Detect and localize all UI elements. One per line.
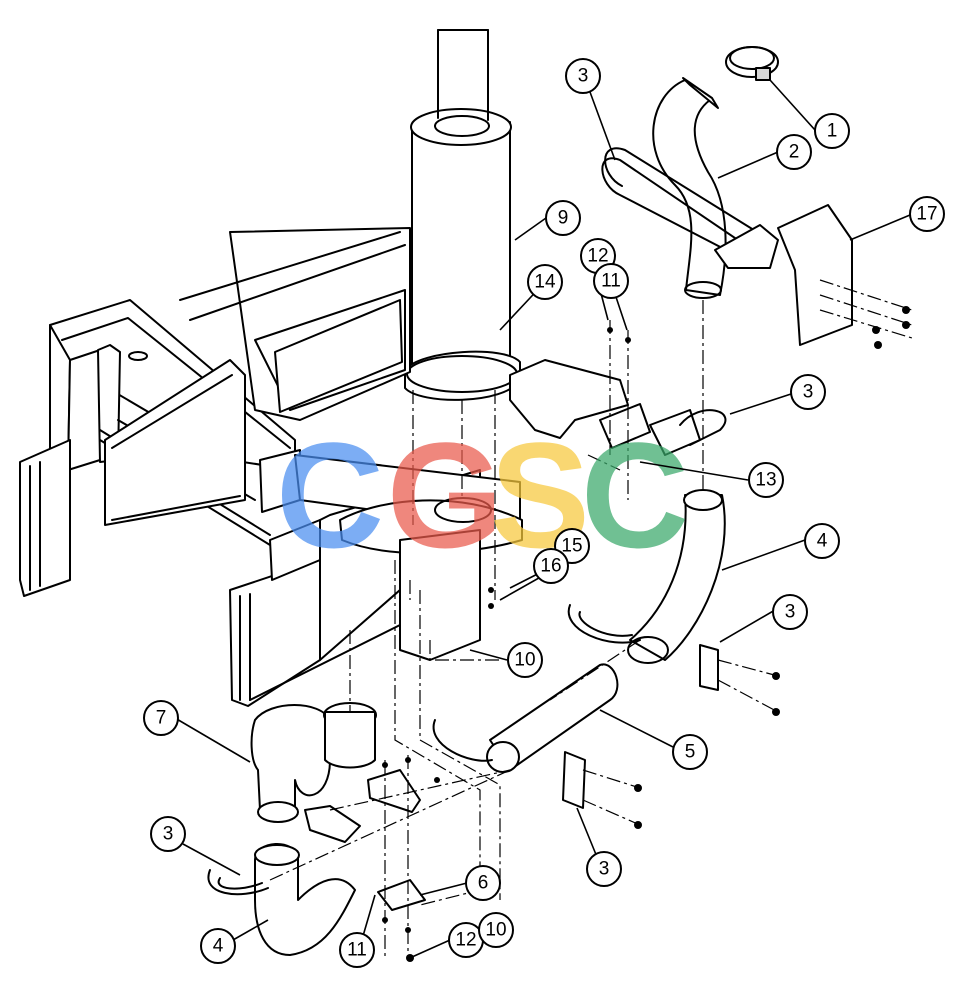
callouts: 1 2 3 17 9 12 11 14 3 13 4 15 16 3 10 7 … <box>143 58 945 968</box>
callout-label: 3 <box>785 602 796 623</box>
watermark-letter-c1: C <box>276 411 384 579</box>
u-bolt-mid <box>649 409 727 456</box>
callout-3-lower-left: 3 <box>150 816 186 852</box>
callout-11-upper: 11 <box>593 263 629 299</box>
callout-label: 9 <box>558 208 569 229</box>
callout-7: 7 <box>143 700 179 736</box>
cgsc-watermark: C G S C <box>276 411 689 579</box>
callout-label: 3 <box>599 859 610 880</box>
watermark-letter-g: G <box>387 411 504 579</box>
callout-17: 17 <box>909 196 945 232</box>
callout-label: 14 <box>534 272 556 293</box>
callout-label: 11 <box>601 271 621 292</box>
watermark-letter-c2: C <box>581 411 689 579</box>
callout-label: 6 <box>478 873 489 894</box>
callout-label: 3 <box>803 382 814 403</box>
callout-11-lower: 11 <box>339 932 375 968</box>
bracket-part-6 <box>367 755 440 962</box>
pipe-part-4-lower <box>207 805 361 956</box>
callout-4-lower: 4 <box>200 928 236 964</box>
callout-label: 1 <box>827 121 838 142</box>
callout-6: 6 <box>465 865 501 901</box>
callout-label: 16 <box>540 556 561 577</box>
support-bracket <box>509 320 651 500</box>
callout-3-mid: 3 <box>790 374 826 410</box>
exhaust-stack-part-9 <box>404 29 521 401</box>
callout-label: 5 <box>685 742 696 763</box>
clamp-part-1 <box>725 46 779 81</box>
cab-frame <box>19 227 521 707</box>
callout-10-lower: 10 <box>478 912 514 948</box>
callout-label: 4 <box>213 936 224 957</box>
leader-lines <box>174 79 911 958</box>
callout-label: 3 <box>163 824 174 845</box>
callout-2: 2 <box>776 134 812 170</box>
callout-label: 10 <box>514 650 535 671</box>
pipe-part-4-upper <box>567 489 780 716</box>
callout-12-lower: 12 <box>448 922 484 958</box>
elbow-pipe-part-7 <box>250 702 377 823</box>
bracket-part-17 <box>777 204 913 349</box>
callout-label: 12 <box>587 246 608 267</box>
callout-label: 15 <box>561 536 582 557</box>
callout-13: 13 <box>748 462 784 498</box>
callout-1: 1 <box>814 113 850 149</box>
callout-label: 10 <box>485 920 506 941</box>
callout-4-upper: 4 <box>804 523 840 559</box>
pipe-part-5 <box>432 663 642 829</box>
elbow-pipe-part-2 <box>652 77 727 299</box>
callout-10-upper: 10 <box>507 642 543 678</box>
callout-label: 7 <box>156 708 167 729</box>
callout-label: 13 <box>755 470 776 491</box>
callout-label: 3 <box>578 66 589 87</box>
callout-5: 5 <box>672 734 708 770</box>
u-bolt-top <box>601 147 779 269</box>
callout-label: 2 <box>789 142 800 163</box>
callout-label: 4 <box>817 531 828 552</box>
callout-9: 9 <box>545 200 581 236</box>
callout-3-right: 3 <box>772 594 808 630</box>
callout-label: 11 <box>347 940 367 961</box>
callout-label: 17 <box>916 204 937 225</box>
callout-16: 16 <box>533 548 569 584</box>
callout-3-lower-right: 3 <box>586 851 622 887</box>
assembly-lines <box>269 300 704 906</box>
callout-14: 14 <box>527 264 563 300</box>
callout-label: 12 <box>455 930 476 951</box>
callout-3: 3 <box>565 58 601 94</box>
